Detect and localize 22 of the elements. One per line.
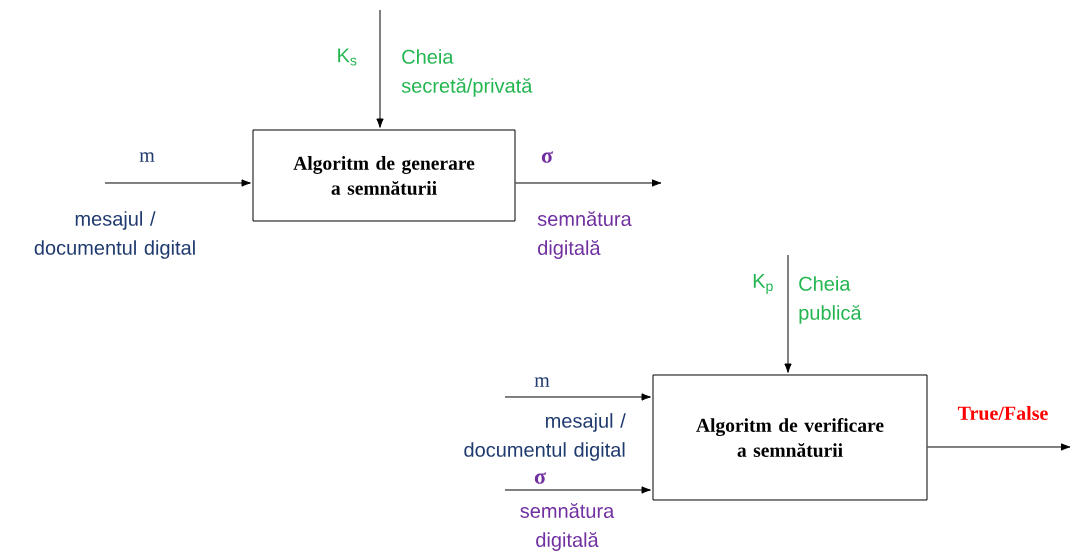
edge-label: σ [533, 471, 547, 485]
edge-label: σ [540, 150, 554, 164]
description-label: mesajul / documentul digital [34, 211, 195, 259]
edge-label: K$_{p}$ [751, 273, 775, 295]
arrow [784, 254, 792, 373]
arrow [504, 486, 651, 494]
description-label: semnătura digitală [537, 211, 632, 259]
arrow [504, 393, 651, 401]
arrow [376, 9, 384, 128]
description-label: mesajul / documentul digital [464, 413, 626, 461]
arrow [104, 179, 251, 187]
description-label: Cheia publică [799, 276, 862, 324]
description-label: semnătura digitală [520, 503, 615, 551]
description-label: Cheia secretă/privată [401, 49, 533, 97]
process-box: Algoritm de verificare a semnăturii [652, 374, 928, 501]
edge-label: True/False [956, 404, 1050, 422]
process-box: Algoritm de generare a semnăturii [252, 129, 516, 222]
arrow [927, 443, 1071, 451]
arrow [515, 179, 662, 187]
edge-label: K$_{s}$ [335, 47, 359, 67]
edge-label: m [533, 376, 551, 388]
edge-label: m [138, 151, 156, 163]
